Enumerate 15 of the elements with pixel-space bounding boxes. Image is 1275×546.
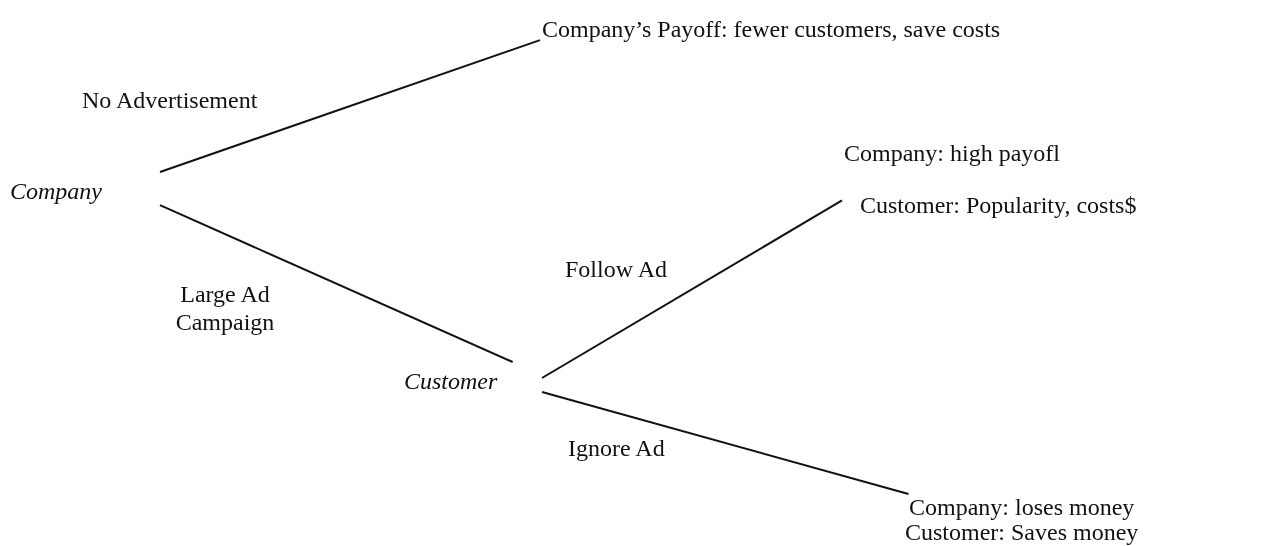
player-label: Company bbox=[10, 178, 102, 204]
branch-line bbox=[159, 39, 541, 173]
edge-label: Follow Ad bbox=[565, 255, 668, 283]
branch-line bbox=[541, 199, 843, 379]
branch-line bbox=[541, 391, 910, 495]
branch-line bbox=[159, 204, 514, 363]
player-label: Customer bbox=[404, 368, 498, 394]
payoff-text: Customer: Saves money bbox=[905, 519, 1139, 545]
payoff-text: Company: high payofl bbox=[844, 140, 1060, 166]
edge-label: Ignore Ad bbox=[568, 434, 665, 462]
payoff-text: Company: loses money bbox=[909, 494, 1135, 520]
edge-label: Large Ad Campaign bbox=[174, 280, 276, 336]
payoff-text: Company’s Payoff: fewer customers, save costs bbox=[542, 16, 1001, 42]
payoff-text: Customer: Popularity, costs$ bbox=[860, 192, 1137, 218]
edge-label: No Advertisement bbox=[82, 86, 258, 114]
